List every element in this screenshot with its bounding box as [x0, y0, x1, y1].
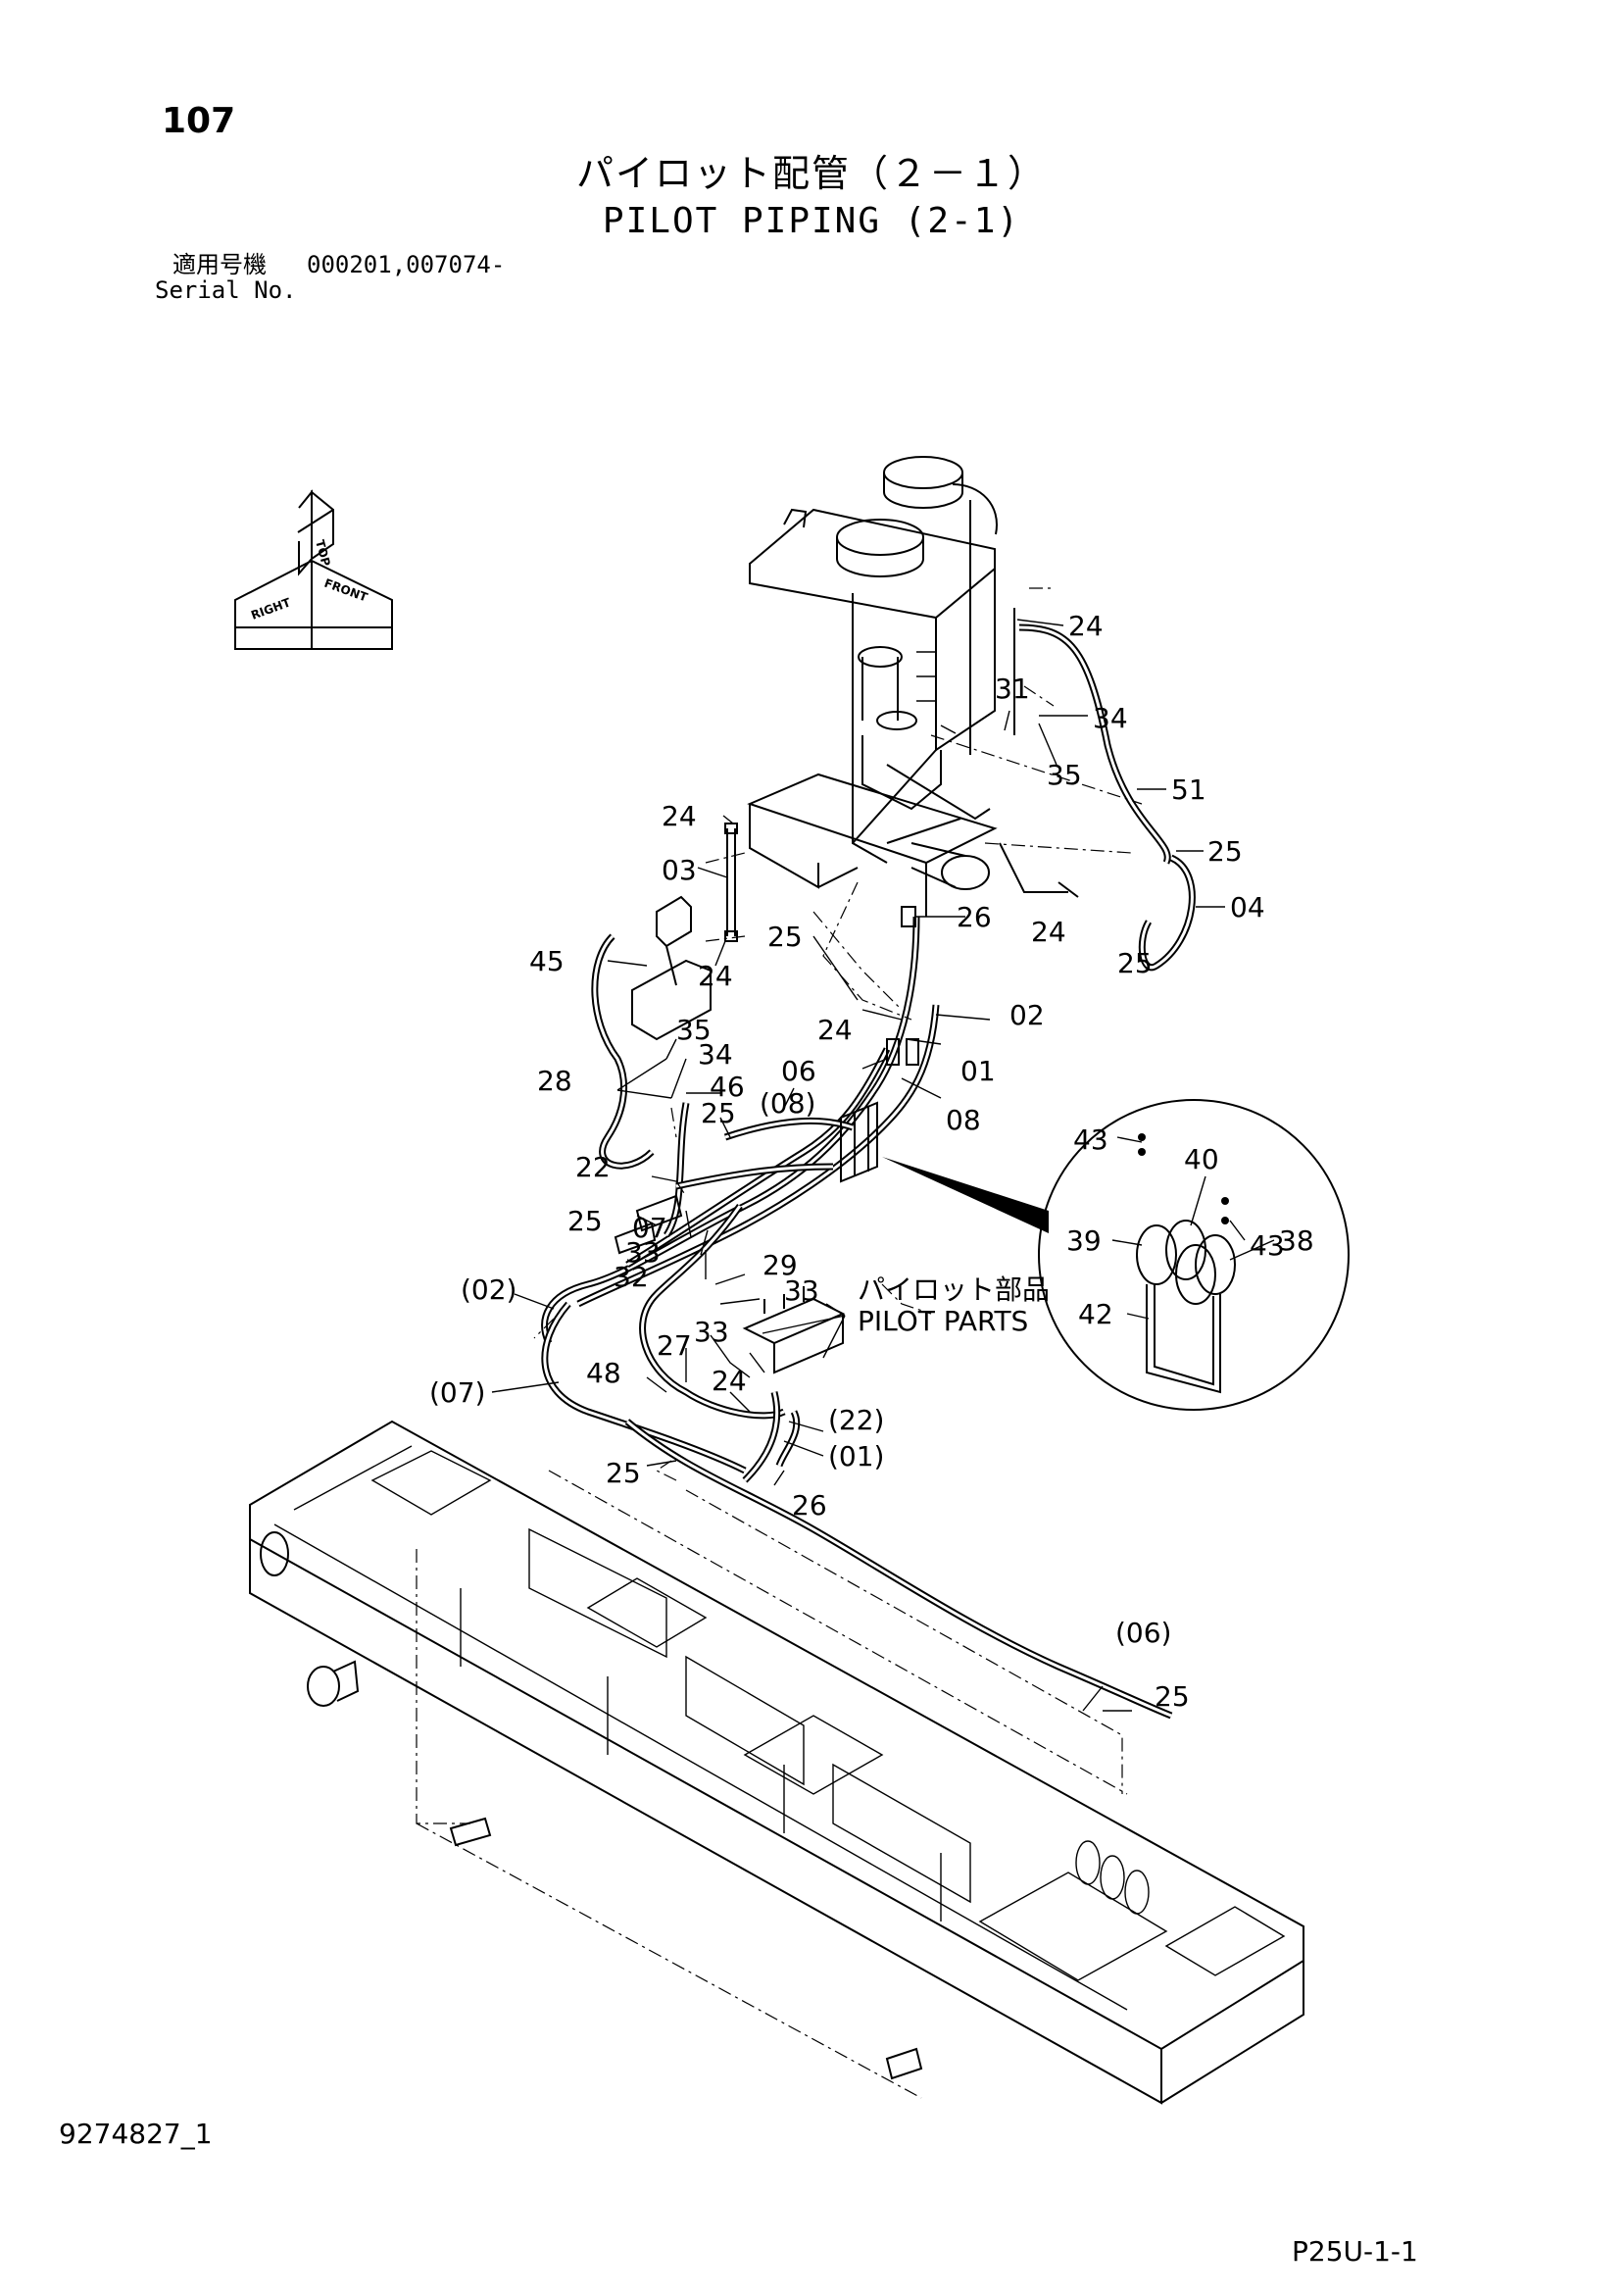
callout-07: 07: [632, 1212, 667, 1244]
callout-24: 24: [698, 960, 733, 992]
sheet-code: P25U-1-1: [1292, 2235, 1418, 2268]
callout-45: 45: [529, 945, 565, 977]
callout-38: 38: [1279, 1224, 1314, 1257]
callout-34: 34: [698, 1038, 733, 1071]
callout-24: 24: [1068, 610, 1104, 642]
callout-25: 25: [1117, 947, 1153, 979]
callout-labels: 24 31 34 35 51 25 04 24 25 24 03 26 25 4…: [429, 610, 1314, 1713]
callout-31: 31: [995, 673, 1030, 705]
callout-26: 26: [957, 901, 992, 933]
callout-48: 48: [586, 1357, 621, 1389]
page-number: 107: [162, 101, 236, 141]
callout-04: 04: [1230, 891, 1265, 923]
orientation-indicator: TOP FRONT RIGHT: [234, 489, 393, 650]
callout-33: 33: [784, 1274, 819, 1307]
callout-24: 24: [662, 800, 697, 832]
title-japanese: パイロット配管（２－１）: [575, 152, 1047, 195]
pilot-valve-box: [747, 456, 1079, 917]
callout-25: 25: [767, 921, 803, 953]
callout-46: 46: [710, 1071, 745, 1103]
callout-25: 25: [701, 1097, 736, 1129]
callout-40: 40: [1184, 1143, 1219, 1175]
callout-35: 35: [1047, 759, 1082, 791]
orientation-right-label: RIGHT: [249, 595, 293, 623]
callout-25: 25: [1207, 835, 1243, 868]
main-hose-bundle: [541, 906, 1173, 1720]
callout-33: 33: [625, 1236, 661, 1269]
callout-02-ref: (02): [461, 1273, 516, 1306]
callout-39: 39: [1066, 1224, 1102, 1257]
serial-label-japanese: 適用号機: [172, 251, 267, 278]
callout-24: 24: [712, 1365, 747, 1397]
document-number: 9274827_1: [59, 2118, 213, 2150]
callout-29: 29: [762, 1249, 798, 1281]
callout-22: 22: [575, 1151, 611, 1183]
callout-02: 02: [1009, 999, 1045, 1031]
callout-43: 43: [1073, 1123, 1108, 1156]
callout-25: 25: [567, 1205, 603, 1237]
callout-06: 06: [781, 1055, 816, 1087]
callout-08-ref: (08): [760, 1087, 815, 1120]
callout-25: 25: [1155, 1680, 1190, 1713]
hose-03: [724, 823, 738, 942]
callout-leaders: [491, 619, 1275, 1712]
serial-label-english: Serial No.: [155, 276, 297, 304]
callout-51: 51: [1171, 774, 1206, 806]
callout-43: 43: [1250, 1229, 1285, 1262]
callout-34: 34: [1093, 702, 1128, 734]
callout-33: 33: [694, 1316, 729, 1348]
orientation-front-label: FRONT: [322, 576, 370, 605]
orientation-top-label: TOP: [313, 538, 333, 568]
callout-26: 26: [792, 1489, 827, 1522]
callout-01-ref: (01): [828, 1440, 884, 1472]
callout-22-ref: (22): [828, 1404, 884, 1436]
lower-frame: [249, 1420, 1304, 2105]
callout-24: 24: [1031, 916, 1066, 948]
callout-42: 42: [1078, 1298, 1113, 1330]
pilot-parts-label-english: PILOT PARTS: [858, 1305, 1028, 1337]
title-english: PILOT PIPING (2-1): [602, 201, 1021, 241]
callout-35: 35: [676, 1014, 712, 1046]
callout-27: 27: [657, 1329, 692, 1362]
callout-08: 08: [946, 1104, 981, 1136]
callout-07-ref: (07): [429, 1376, 485, 1409]
callout-03: 03: [662, 854, 697, 886]
detail-circle: [882, 1099, 1350, 1411]
callout-28: 28: [537, 1065, 572, 1097]
pilot-parts-label-japanese: パイロット部品: [858, 1273, 1050, 1306]
callout-25: 25: [606, 1457, 641, 1489]
callout-32: 32: [614, 1261, 649, 1293]
callout-24: 24: [817, 1014, 853, 1046]
callout-06-ref: (06): [1115, 1617, 1171, 1649]
upper-right-hoses: [1018, 624, 1196, 972]
callout-01: 01: [960, 1055, 996, 1087]
serial-values: 000201,007074-: [307, 251, 506, 278]
